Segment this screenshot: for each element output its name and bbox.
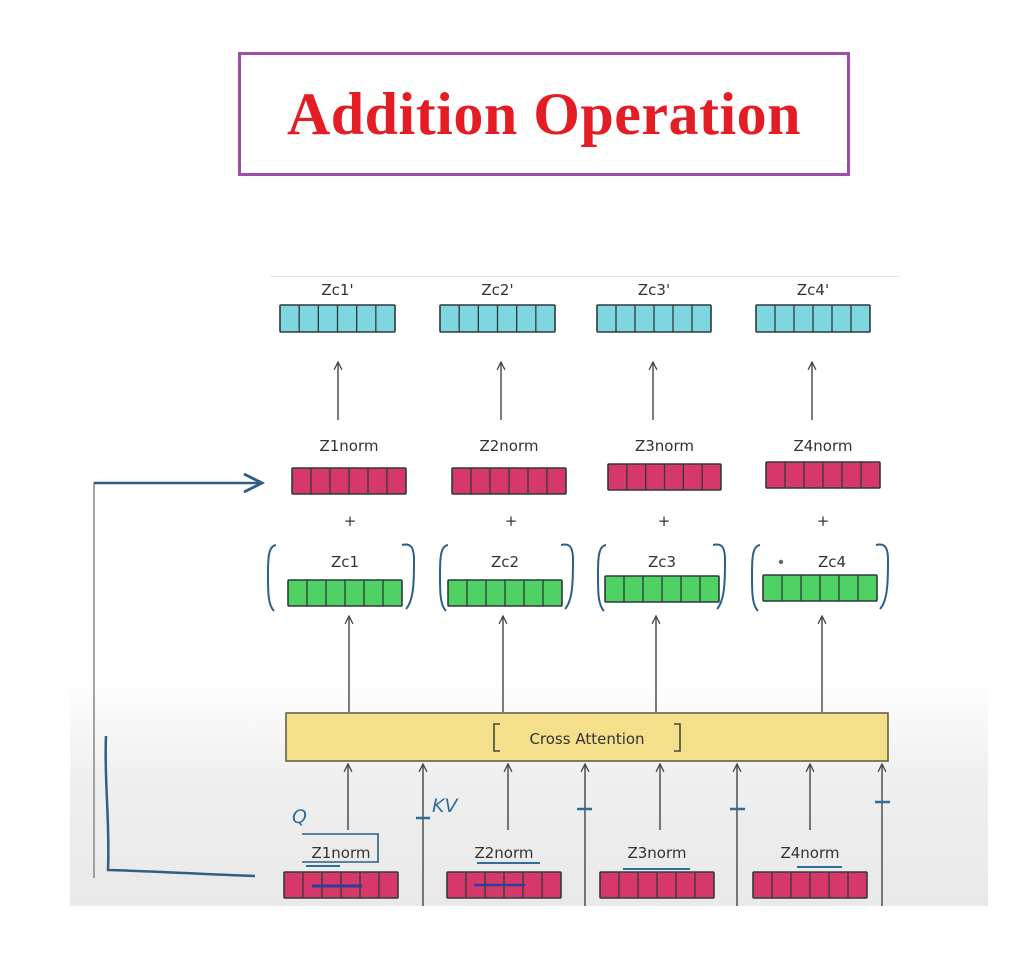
skip-hand-line [104,735,256,878]
norm-label-1: Z1norm [319,437,378,455]
attention-label-2: Zc2 [491,553,519,571]
attention-vector-1 [287,579,403,607]
plus-sign-1: + [344,512,357,530]
cross-attention-block: Cross Attention [285,712,889,762]
attention-vector-2 [447,579,563,607]
output-vector-2 [439,304,556,333]
output-label-1: Zc1' [321,281,353,299]
output-label-4: Zc4' [797,281,829,299]
norm-vector-1 [291,467,407,495]
norm-vector-2 [451,467,567,495]
bracket-right-4 [875,543,890,610]
input-label-2: Z2norm [474,844,533,862]
panel-top-line [270,276,900,277]
plus-sign-4: + [817,512,830,530]
norm-label-3: Z3norm [635,437,694,455]
bracket-left-1 [267,544,277,612]
attention-label-1: Zc1 [331,553,359,571]
bracket-right-3 [712,543,727,610]
bracket-right-1 [401,543,416,610]
query-annotation: Q [292,806,307,828]
kv-annotation: KV [432,795,459,817]
bracket-left-3 [597,544,607,612]
plus-sign-2: + [505,512,518,530]
attention-label-4: Zc4 [818,553,846,571]
output-label-3: Zc3' [638,281,670,299]
plus-sign-3: + [658,512,671,530]
norm-vector-4 [765,461,881,489]
z1norm-highlight-box [302,833,379,863]
bracket-left-2 [439,544,449,612]
input-label-1: Z1norm [311,844,370,862]
bracket-right-2 [560,543,575,610]
attention-vector-3 [604,575,720,603]
input-vector-3 [599,871,715,899]
title-box: Addition Operation [238,52,850,176]
norm-vector-3 [607,463,722,491]
output-vector-4 [755,304,871,333]
output-vector-1 [279,304,396,333]
attention-label-3: Zc3 [648,553,676,571]
bracket-left [493,723,500,752]
bracket-right [674,723,681,752]
kv-tick-marks [416,800,890,820]
cross-attention-rect [285,712,889,762]
skip-line-gray [93,482,262,878]
norm-label-2: Z2norm [479,437,538,455]
attention-vector-4 [762,574,878,602]
cross-attention-label: Cross Attention [529,730,644,748]
bracket-left-4 [751,544,761,612]
norm-label-4: Z4norm [793,437,852,455]
output-label-2: Zc2' [481,281,513,299]
skip-connection-arrow [93,482,262,878]
output-vector-3 [596,304,712,333]
input-vector-4 [752,871,868,899]
dot-mark [778,559,784,565]
input-label-3: Z3norm [627,844,686,862]
page-title: Addition Operation [286,80,802,147]
input-label-4: Z4norm [780,844,839,862]
